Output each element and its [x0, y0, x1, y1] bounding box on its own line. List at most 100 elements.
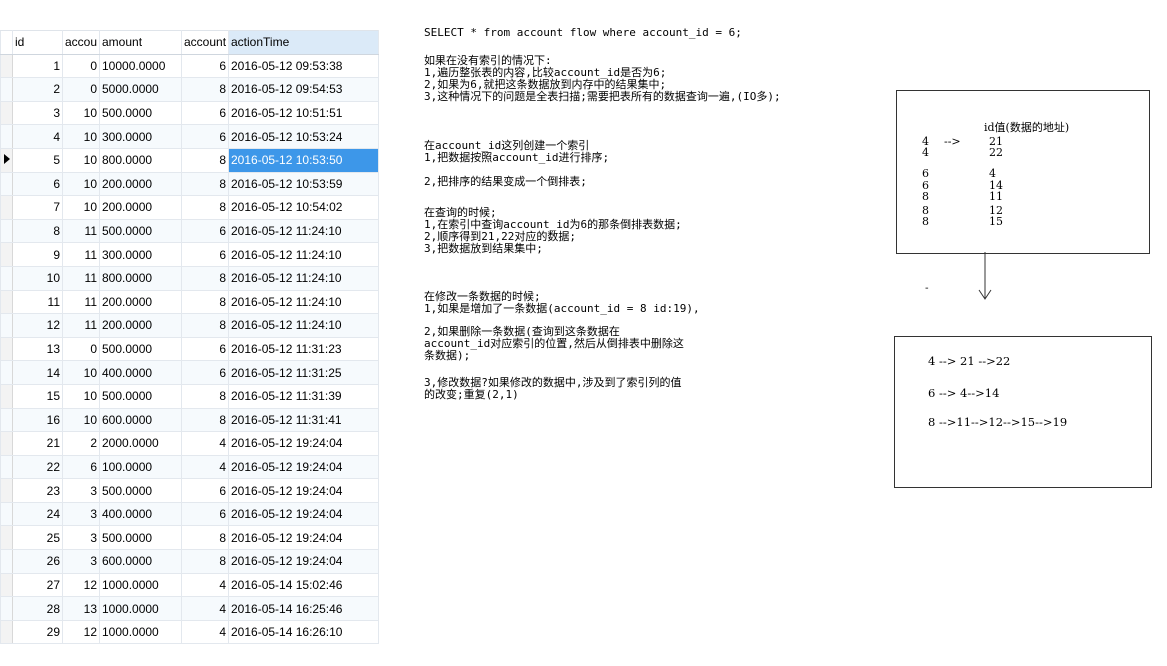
- row-marker[interactable]: [0, 478, 13, 503]
- cell-account-id[interactable]: 4: [181, 454, 229, 480]
- cell-account-no[interactable]: 3: [62, 525, 100, 551]
- cell-id[interactable]: 1: [12, 53, 63, 79]
- cell-account-id[interactable]: 6: [181, 100, 229, 126]
- cell-action-time[interactable]: 2016-05-12 11:31:41: [228, 407, 379, 433]
- cell-action-time[interactable]: 2016-05-12 11:31:23: [228, 336, 379, 362]
- cell-amount[interactable]: 600.0000: [99, 549, 182, 574]
- cell-amount[interactable]: 1000.0000: [99, 572, 182, 598]
- cell-amount[interactable]: 200.0000: [99, 171, 182, 197]
- cell-amount[interactable]: 500.0000: [99, 100, 182, 126]
- cell-action-time[interactable]: 2016-05-12 19:24:04: [228, 501, 379, 527]
- cell-account-id[interactable]: 8: [181, 313, 229, 338]
- cell-id[interactable]: 27: [12, 572, 63, 598]
- row-marker[interactable]: [0, 289, 13, 315]
- cell-account-no[interactable]: 0: [62, 77, 100, 102]
- cell-account-id[interactable]: 6: [181, 218, 229, 244]
- column-header-amount[interactable]: amount: [99, 30, 182, 55]
- cell-action-time[interactable]: 2016-05-12 19:24:04: [228, 478, 379, 503]
- cell-id[interactable]: 2: [12, 77, 63, 102]
- cell-account-id[interactable]: 8: [181, 549, 229, 574]
- cell-account-no[interactable]: 11: [62, 265, 100, 291]
- cell-action-time[interactable]: 2016-05-14 15:02:46: [228, 572, 379, 598]
- cell-account-no[interactable]: 2: [62, 431, 100, 456]
- row-marker[interactable]: [0, 383, 13, 409]
- cell-id[interactable]: 24: [12, 501, 63, 527]
- column-header-account-id[interactable]: account: [181, 30, 229, 55]
- cell-account-no[interactable]: 10: [62, 360, 100, 385]
- cell-account-no[interactable]: 10: [62, 383, 100, 409]
- cell-account-no[interactable]: 10: [62, 124, 100, 149]
- row-marker[interactable]: [0, 431, 13, 456]
- cell-id[interactable]: 21: [12, 431, 63, 456]
- cell-id[interactable]: 14: [12, 360, 63, 385]
- cell-id[interactable]: 11: [12, 289, 63, 315]
- cell-account-no[interactable]: 12: [62, 619, 100, 645]
- cell-account-id[interactable]: 8: [181, 525, 229, 551]
- cell-amount[interactable]: 500.0000: [99, 478, 182, 503]
- cell-account-id[interactable]: 4: [181, 619, 229, 645]
- cell-amount[interactable]: 500.0000: [99, 383, 182, 409]
- cell-amount[interactable]: 600.0000: [99, 407, 182, 433]
- cell-amount[interactable]: 500.0000: [99, 218, 182, 244]
- cell-account-no[interactable]: 10: [62, 100, 100, 126]
- cell-id[interactable]: 10: [12, 265, 63, 291]
- cell-account-id[interactable]: 6: [181, 336, 229, 362]
- cell-id[interactable]: 29: [12, 619, 63, 645]
- row-marker[interactable]: [0, 53, 13, 79]
- row-marker[interactable]: [0, 501, 13, 527]
- row-marker[interactable]: [0, 336, 13, 362]
- cell-amount[interactable]: 100.0000: [99, 454, 182, 480]
- cell-account-id[interactable]: 8: [181, 383, 229, 409]
- cell-action-time[interactable]: 2016-05-12 19:24:04: [228, 549, 379, 574]
- cell-account-id[interactable]: 6: [181, 478, 229, 503]
- cell-id[interactable]: 28: [12, 596, 63, 621]
- cell-id[interactable]: 4: [12, 124, 63, 149]
- row-marker[interactable]: [0, 242, 13, 267]
- cell-amount[interactable]: 400.0000: [99, 360, 182, 385]
- cell-id[interactable]: 16: [12, 407, 63, 433]
- cell-account-id[interactable]: 8: [181, 265, 229, 291]
- row-marker[interactable]: [0, 265, 13, 291]
- row-marker[interactable]: [0, 549, 13, 574]
- cell-amount[interactable]: 300.0000: [99, 124, 182, 149]
- cell-id[interactable]: 12: [12, 313, 63, 338]
- cell-account-id[interactable]: 8: [181, 195, 229, 220]
- cell-action-time[interactable]: 2016-05-14 16:25:46: [228, 596, 379, 621]
- row-marker[interactable]: [0, 360, 13, 385]
- cell-action-time[interactable]: 2016-05-12 19:24:04: [228, 431, 379, 456]
- cell-amount[interactable]: 200.0000: [99, 195, 182, 220]
- cell-account-no[interactable]: 11: [62, 242, 100, 267]
- cell-id[interactable]: 8: [12, 218, 63, 244]
- column-header-id[interactable]: id: [12, 30, 63, 55]
- row-marker[interactable]: [0, 147, 13, 173]
- cell-account-id[interactable]: 4: [181, 431, 229, 456]
- cell-account-id[interactable]: 6: [181, 242, 229, 267]
- row-marker[interactable]: [0, 171, 13, 197]
- cell-action-time[interactable]: 2016-05-12 19:24:04: [228, 525, 379, 551]
- cell-account-id[interactable]: 6: [181, 53, 229, 79]
- cell-amount[interactable]: 10000.0000: [99, 53, 182, 79]
- cell-id[interactable]: 22: [12, 454, 63, 480]
- cell-account-no[interactable]: 10: [62, 195, 100, 220]
- cell-account-id[interactable]: 4: [181, 572, 229, 598]
- cell-id[interactable]: 6: [12, 171, 63, 197]
